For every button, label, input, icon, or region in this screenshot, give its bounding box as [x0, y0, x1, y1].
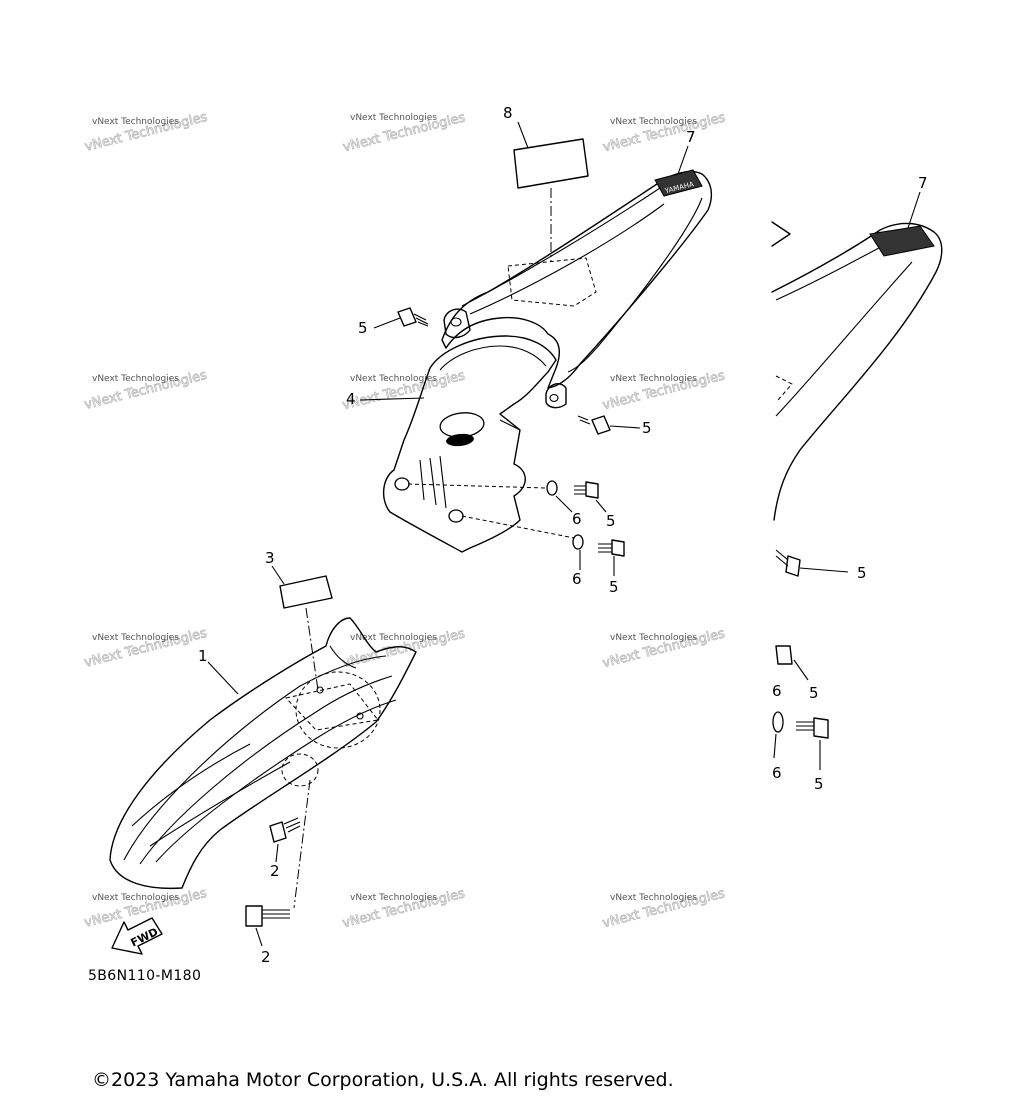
watermark-text: vNext Technologies — [92, 633, 179, 643]
callout-5-detail-mid: 5 — [809, 684, 819, 702]
watermark: vNext Technologies vNext Technologies — [82, 625, 209, 671]
callout-7: 7 — [686, 128, 696, 146]
watermark: vNext Technologies vNext Technologies — [601, 368, 728, 414]
bolt-detail-top — [775, 549, 849, 577]
callout-6-detail-mid: 6 — [772, 682, 782, 700]
watermark: vNext Technologies vNext Technologies — [601, 110, 728, 156]
bolt-part-2-upper — [269, 817, 301, 863]
callout-4: 4 — [346, 390, 356, 408]
watermark-text: vNext Technologies — [610, 893, 697, 903]
bolt-detail-mid — [775, 645, 809, 681]
bolt-part-5-left — [373, 307, 429, 329]
decal-rear-part-8 — [513, 121, 589, 262]
callout-labels: 8 7 7 5 4 5 6 5 6 5 5 5 6 6 5 3 1 2 2 — [198, 104, 928, 966]
callout-6-upper: 6 — [572, 510, 582, 528]
watermark: vNext Technologies vNext Technologies — [341, 626, 468, 672]
callout-3: 3 — [265, 549, 275, 567]
callout-2-upper: 2 — [270, 862, 280, 880]
decal-front-part-3 — [271, 565, 333, 691]
front-fender-part-1 — [109, 617, 417, 909]
callout-8: 8 — [503, 104, 513, 122]
fwd-arrow-icon: FWD — [111, 917, 163, 955]
bolt-part-5-mid-upper — [574, 481, 607, 513]
callout-5-mid-upper: 5 — [606, 512, 616, 530]
watermark-text: vNext Technologies — [350, 374, 437, 384]
yamaha-decal-detail — [869, 225, 935, 257]
diagram-code: 5B6N110-M180 — [88, 968, 201, 984]
bolt-part-2-lower — [245, 905, 290, 947]
callout-5-detail-top: 5 — [857, 564, 867, 582]
callout-6-detail-bottom: 6 — [772, 764, 782, 782]
rear-fender-part-7: YAMAHA — [441, 145, 713, 409]
callout-1: 1 — [198, 647, 208, 665]
watermark: vNext Technologies vNext Technologies — [82, 367, 209, 413]
watermark-text: vNext Technologies — [350, 893, 437, 903]
watermark: vNext Technologies vNext Technologies — [601, 626, 728, 672]
callout-5-mid-lower: 5 — [609, 578, 619, 596]
watermark-text: vNext Technologies — [92, 117, 179, 127]
callout-5-detail-bottom: 5 — [814, 775, 824, 793]
washer-detail-bottom — [772, 711, 784, 759]
watermark: vNext Technologies vNext Technologies — [341, 886, 468, 932]
bolt-part-5-mid-lower — [598, 539, 625, 576]
callout-5-left: 5 — [358, 319, 368, 337]
callout-5-right: 5 — [642, 419, 652, 437]
bolt-part-5-right — [577, 415, 641, 435]
rear-flap-part-4 — [359, 335, 557, 553]
watermark-text: vNext Technologies — [350, 113, 437, 123]
washer-part-6-lower — [572, 534, 584, 570]
washer-part-6-upper — [546, 480, 573, 513]
watermark-text: vNext Technologies — [610, 117, 697, 127]
callout-6-lower: 6 — [572, 570, 582, 588]
callout-7-detail: 7 — [918, 174, 928, 192]
callout-2-lower: 2 — [261, 948, 271, 966]
watermark: vNext Technologies vNext Technologies — [341, 110, 468, 156]
watermark-text: vNext Technologies — [610, 633, 697, 643]
watermark-text: vNext Technologies — [610, 374, 697, 384]
watermark: vNext Technologies vNext Technologies — [341, 368, 468, 414]
watermark: vNext Technologies vNext Technologies — [83, 109, 210, 155]
copyright-notice: ©2023 Yamaha Motor Corporation, U.S.A. A… — [92, 1069, 674, 1091]
detail-view — [771, 191, 943, 770]
fwd-label: FWD — [129, 925, 161, 949]
bolt-detail-bottom — [796, 717, 829, 770]
watermark-text: vNext Technologies — [92, 893, 179, 903]
watermark: vNext Technologies vNext Technologies — [82, 885, 209, 931]
watermark-text: vNext Technologies — [350, 633, 437, 643]
watermark: vNext Technologies vNext Technologies — [601, 886, 728, 932]
watermark-text: vNext Technologies — [92, 374, 179, 384]
